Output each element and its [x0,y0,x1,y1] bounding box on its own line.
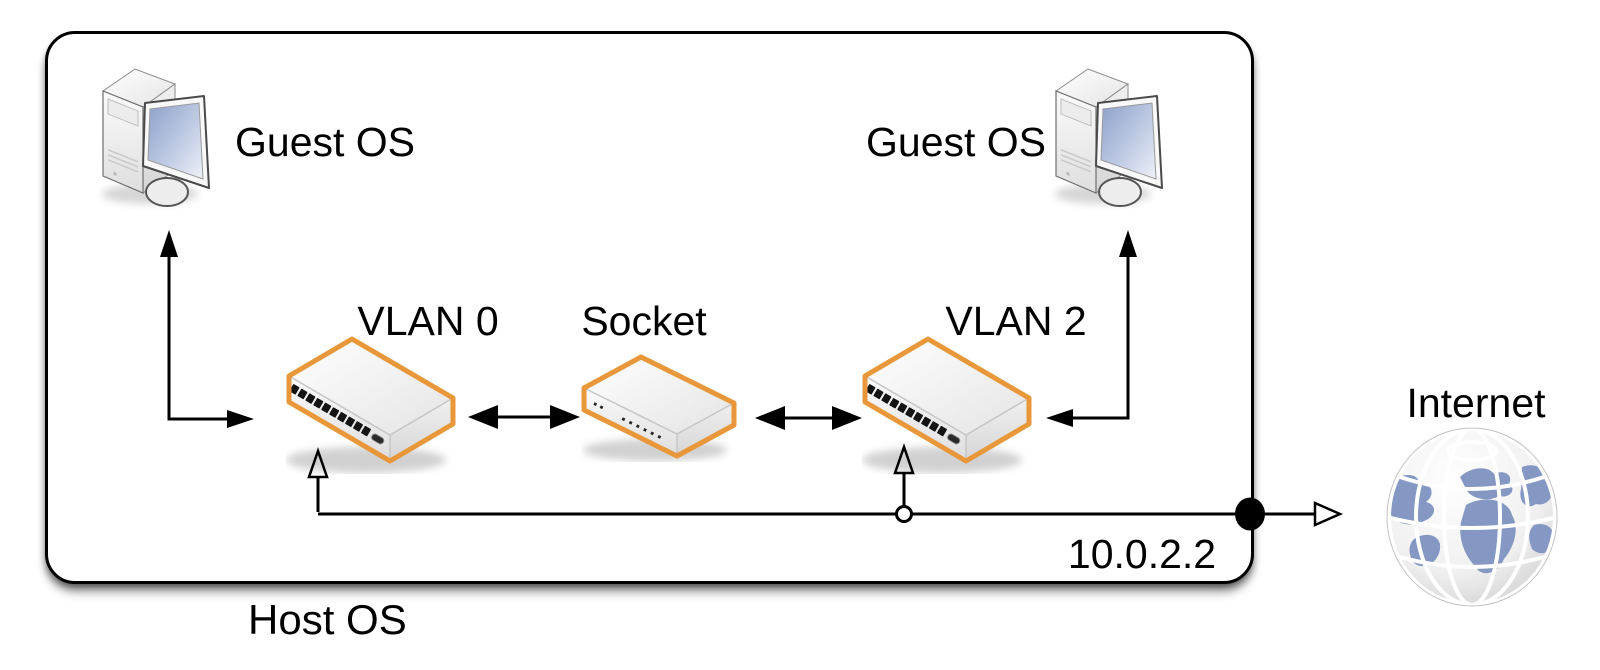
computer-icon [1048,58,1173,210]
host-os-label: Host OS [248,596,407,643]
globe-icon [1384,425,1560,609]
internet-label: Internet [1406,380,1546,426]
network-switch-icon [862,336,1032,474]
network-box-icon [581,354,737,462]
guest-os-right-label: Guest OS [866,119,1047,165]
gateway-ip-label: 10.0.2.2 [1067,531,1217,577]
vlan0-label: VLAN 0 [357,298,499,344]
vlan2-label: VLAN 2 [945,298,1087,344]
network-switch-icon [286,336,456,474]
guest-os-left-label: Guest OS [235,119,416,165]
socket-label: Socket [581,298,707,344]
computer-icon [95,58,220,210]
internet-open-arrowhead [1313,501,1344,527]
